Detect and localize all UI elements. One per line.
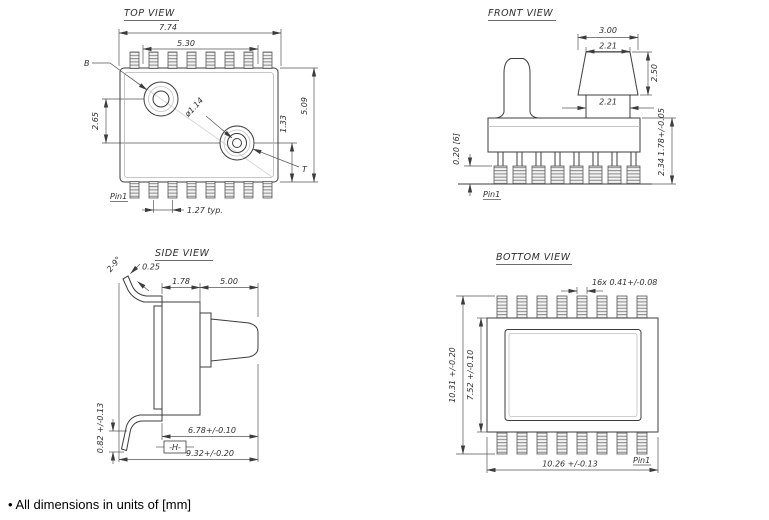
top-port2-offset-dim: 1.33 <box>279 115 288 133</box>
datum-h-label: -H- <box>169 443 181 452</box>
top-port-offset-dim: 2.65 <box>91 112 100 130</box>
front-view-dimension-lines <box>464 34 676 200</box>
side-view-dimension-lines <box>109 263 259 464</box>
top-view-title: TOP VIEW <box>124 8 175 19</box>
side-port-tube <box>210 318 259 362</box>
side-view-body <box>120 275 259 452</box>
top-pin1-label: Pin1 <box>110 192 127 201</box>
datum-t-label: T <box>302 165 308 174</box>
top-view-port2 <box>219 125 255 161</box>
bottom-view-dimension-lines <box>456 287 659 473</box>
body-depth-dim: 7.52 +/-0.10 <box>466 350 475 400</box>
top-height-dim: 5.09 <box>300 97 309 115</box>
body-span-dim: 6.78+/-0.10 <box>188 426 236 435</box>
datum-h-box <box>163 440 187 454</box>
standoff-dim: 0.20 [6] <box>452 133 461 165</box>
lead-thickness-dim: 0.25 <box>142 263 160 272</box>
top-view-port1 <box>143 81 179 117</box>
bottom-view-title: BOTTOM VIEW <box>496 252 571 263</box>
lead-angle-dim: 2-9° <box>105 255 123 274</box>
port-neck-dim: 2.21 <box>599 98 617 107</box>
lead-span-dim: 10.31 +/-0.20 <box>448 347 457 403</box>
top-view: TOP VIEW <box>84 8 318 215</box>
port-base-dim: 3.00 <box>599 26 617 35</box>
bottom-pin1-label: Pin1 <box>633 456 650 465</box>
front-view-body <box>487 51 641 153</box>
pin-pitch-dim: 1.27 typ. <box>187 206 223 215</box>
front-view-title: FRONT VIEW <box>488 8 553 19</box>
body-width-dim: 10.26 +/-0.13 <box>542 460 598 469</box>
port-top-dim: 2.21 <box>599 42 617 51</box>
side-lid <box>153 305 163 410</box>
bottom-view: BOTTOM VIEW <box>448 252 659 473</box>
datum-b-label: B <box>84 59 90 68</box>
side-view: SIDE VIEW -H- 0.25 <box>96 248 259 464</box>
port-length-dim: 5.00 <box>220 277 238 286</box>
front-view: FRONT VIEW <box>452 8 676 200</box>
front-view-lead-necks <box>497 151 637 167</box>
top-width-inner-dim: 5.30 <box>177 39 195 48</box>
top-view-dimension-lines <box>102 29 318 213</box>
top-view-leaders <box>92 62 300 168</box>
front-view-leads <box>493 165 641 185</box>
front-right-port <box>577 51 639 96</box>
foot-length-dim: 0.82 +/-0.13 <box>96 403 105 453</box>
side-lead-bottom <box>120 414 163 452</box>
body-thickness-dim: 1.78+/-0.05 <box>657 108 666 156</box>
top-view-pins <box>129 51 273 199</box>
side-port-flange <box>199 312 212 368</box>
overall-span-dim: 9.32+/-0.20 <box>186 449 234 458</box>
port-diameter-dim: ø1.14 <box>182 96 205 119</box>
front-body <box>487 117 641 153</box>
units-note: • All dimensions in units of [mm] <box>8 497 192 512</box>
front-left-port <box>494 58 540 119</box>
side-body-thickness-dim: 1.78 <box>172 277 190 286</box>
top-width-outer-dim: 7.74 <box>159 23 177 32</box>
side-body <box>161 301 201 416</box>
side-lead-top <box>122 275 163 303</box>
bottom-view-body <box>486 317 659 433</box>
side-view-title: SIDE VIEW <box>155 248 209 259</box>
bottom-view-pins <box>496 295 648 455</box>
lead-width-dim: 16x 0.41+/-0.08 <box>592 278 657 287</box>
top-view-body <box>119 67 279 183</box>
port-height-dim: 2.50 <box>650 64 659 82</box>
front-pin1-label: Pin1 <box>483 190 500 199</box>
total-height-dim: 2.34 <box>657 158 666 176</box>
